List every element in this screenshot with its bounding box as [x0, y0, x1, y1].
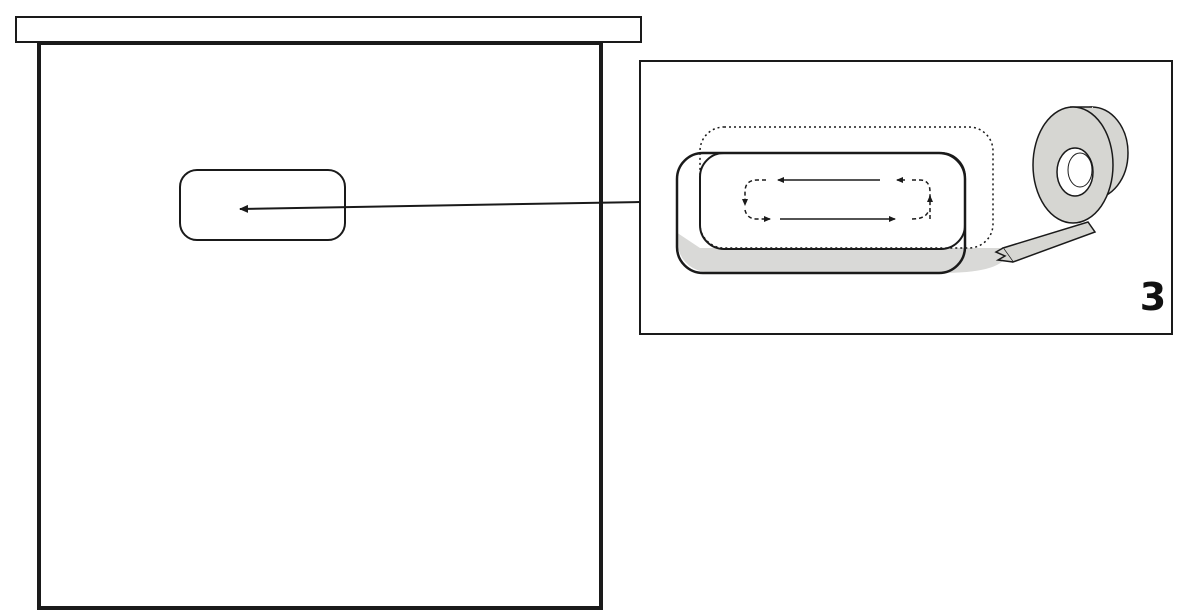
screen-top-housing: [15, 16, 642, 43]
tape-location-outline: [179, 169, 346, 241]
arrow-corner-bottom-right: [911, 211, 929, 220]
patch-inner-edge: [699, 152, 966, 250]
arrow-corner-top-right: [912, 179, 931, 198]
patch-shadow: [676, 232, 1006, 273]
smoothing-arrows: [742, 177, 933, 222]
tape-strip: [1001, 221, 1097, 263]
screen-surface: [37, 41, 603, 610]
arrow-corner-top-left: [742, 179, 766, 206]
callout-arrow: [239, 201, 641, 213]
tape-roll-icon: [994, 106, 1129, 263]
arrow-corner-bottom-left: [744, 209, 771, 222]
step-number: 3: [1139, 275, 1167, 319]
